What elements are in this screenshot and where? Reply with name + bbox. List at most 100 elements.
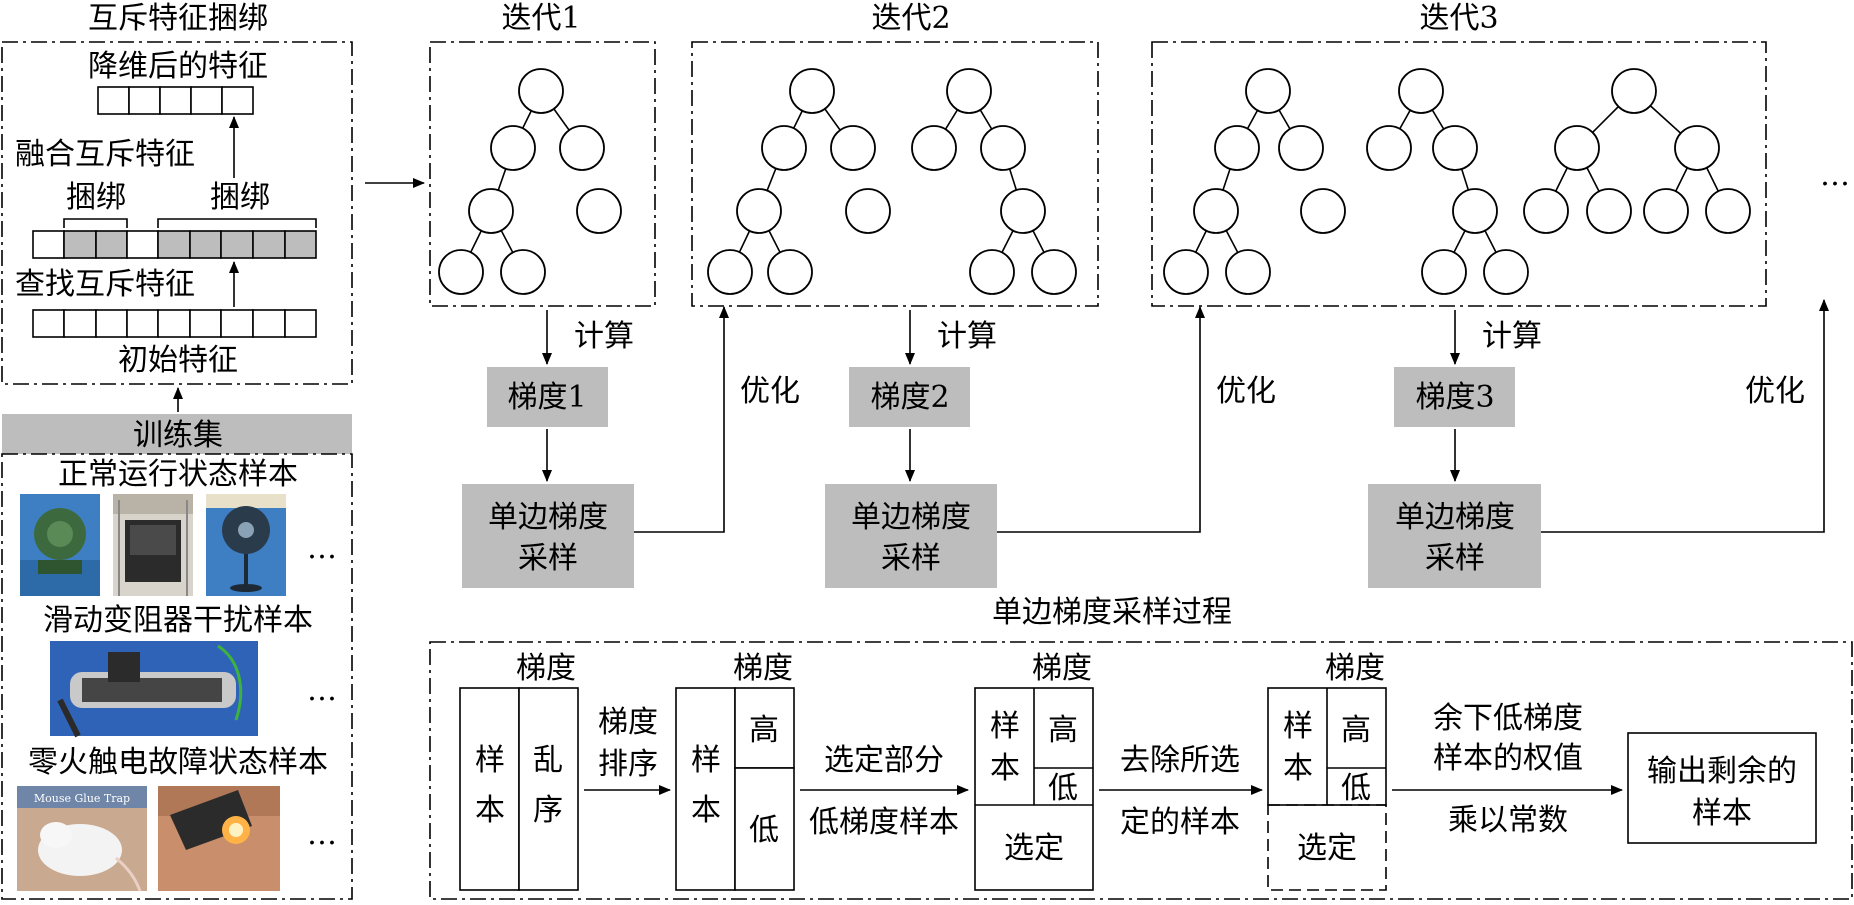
output-label-a: 输出剩余的	[1647, 754, 1797, 789]
tree5-node	[1483, 249, 1529, 295]
optimize-arrow-1	[634, 306, 729, 533]
stage4-selected: 选定	[1297, 831, 1357, 866]
goss-2-line1: 单边梯度	[851, 500, 971, 535]
sort-label-a: 梯度	[598, 705, 658, 740]
tree4-node	[1225, 249, 1271, 295]
tree3-node	[969, 249, 1015, 295]
sample2-ellipsis: …	[307, 673, 337, 708]
fuse-label: 融合互斥特征	[15, 137, 195, 172]
output-label-b: 样本	[1692, 796, 1752, 831]
efb-title: 互斥特征捆绑	[88, 1, 268, 36]
gradient3-label: 梯度3	[1415, 380, 1494, 415]
iteration1-title: 迭代1	[501, 1, 580, 36]
tree1-node	[559, 125, 605, 171]
stage1-sample-b: 本	[475, 793, 505, 828]
tree6-node	[1554, 125, 1600, 171]
reduced-features-label: 降维后的特征	[88, 49, 268, 84]
gradient2-box	[849, 367, 970, 427]
gradient2-label: 梯度2	[870, 380, 949, 415]
stage2-high-cell	[734, 687, 795, 769]
iteration3-box	[1151, 41, 1767, 307]
stage3-low: 低	[1048, 771, 1078, 806]
optimize-arrow-3	[1541, 299, 1829, 533]
optimize-arrow-2	[997, 306, 1205, 533]
optimize-label-1: 优化	[740, 374, 800, 409]
tree2-node	[767, 249, 813, 295]
bundle-bracket-b	[157, 218, 317, 228]
goss-1-line2: 采样	[518, 541, 578, 576]
training-set-label: 训练集	[133, 418, 223, 453]
stage1-sample-a: 样	[475, 743, 505, 778]
stage4-high: 高	[1341, 713, 1371, 748]
photo-spark	[158, 786, 280, 891]
stage4-removed-box	[1267, 804, 1387, 891]
gradient3-box	[1394, 367, 1515, 427]
stage2-sample-b: 本	[691, 793, 721, 828]
iteration2-box	[691, 41, 1099, 307]
stage4-sample-b: 本	[1283, 751, 1313, 786]
tree3-node	[1000, 188, 1046, 234]
iteration3-title: 迭代3	[1419, 1, 1498, 36]
stage1-shuffle-a: 乱	[533, 743, 563, 778]
stage2-high: 高	[749, 713, 779, 748]
tree5-node	[1366, 125, 1412, 171]
goss-process-box	[429, 641, 1853, 900]
stage3-selected: 选定	[1004, 831, 1064, 866]
bundled-feature-cells	[32, 230, 317, 259]
stage1-shuffle-col	[518, 687, 579, 891]
stage3-sample-b: 本	[990, 751, 1020, 786]
tree2-node	[830, 125, 876, 171]
goss-2-line2: 采样	[881, 541, 941, 576]
goss-box-3	[1368, 484, 1541, 588]
stage3-gradient-label: 梯度	[1032, 651, 1092, 686]
tree4-node	[1163, 249, 1209, 295]
stage2-sample-a: 样	[691, 743, 721, 778]
weight-label-a: 余下低梯度	[1433, 701, 1583, 736]
tree4-node	[1214, 125, 1260, 171]
compute-label-1: 计算	[574, 319, 634, 354]
gradient1-box	[487, 367, 608, 427]
goss-1-line1: 单边梯度	[488, 500, 608, 535]
tree3-node	[911, 125, 957, 171]
initial-features-label: 初始特征	[118, 343, 238, 378]
tree1-node	[490, 125, 536, 171]
optimize-label-2: 优化	[1216, 374, 1276, 409]
compute-label-3: 计算	[1482, 319, 1542, 354]
tree4-node	[1245, 68, 1291, 114]
photo-mouse: Mouse Glue Trap	[17, 786, 147, 892]
tree6-node	[1523, 188, 1569, 234]
tree6-node	[1705, 188, 1751, 234]
sample-normal-label: 正常运行状态样本	[58, 457, 298, 492]
tree2-node	[736, 188, 782, 234]
stage2-low-cell	[734, 767, 795, 891]
remove-label-a: 去除所选	[1120, 743, 1240, 778]
sort-label-b: 排序	[598, 747, 658, 782]
tree6-node	[1586, 188, 1632, 234]
tree1-node	[518, 68, 564, 114]
goss-3-line2: 采样	[1425, 541, 1485, 576]
stage4-sample-a: 样	[1283, 709, 1313, 744]
efb-box	[1, 41, 353, 385]
tree2-node	[707, 249, 753, 295]
initial-feature-cells	[32, 309, 317, 338]
output-box	[1627, 732, 1817, 844]
goss-box-2	[825, 484, 997, 588]
stage1-sample-col	[459, 687, 520, 891]
tree4-node	[1278, 125, 1324, 171]
gradient1-label: 梯度1	[507, 380, 586, 415]
iteration2-title: 迭代2	[871, 1, 950, 36]
photo-fan	[206, 494, 286, 596]
tree3-node	[1031, 249, 1077, 295]
sample-rheostat-label: 滑动变阻器干扰样本	[43, 603, 313, 638]
stage3-high: 高	[1048, 713, 1078, 748]
goss-box-1	[462, 484, 634, 588]
select-low-label-a: 选定部分	[824, 743, 944, 778]
sample1-ellipsis: …	[307, 531, 337, 566]
stage1-shuffle-b: 序	[533, 793, 563, 828]
tree6-node	[1674, 125, 1720, 171]
compute-label-2: 计算	[937, 319, 997, 354]
tree2-node	[761, 125, 807, 171]
sample3-ellipsis: …	[307, 817, 337, 852]
sample-fault-label: 零火触电故障状态样本	[28, 745, 328, 780]
